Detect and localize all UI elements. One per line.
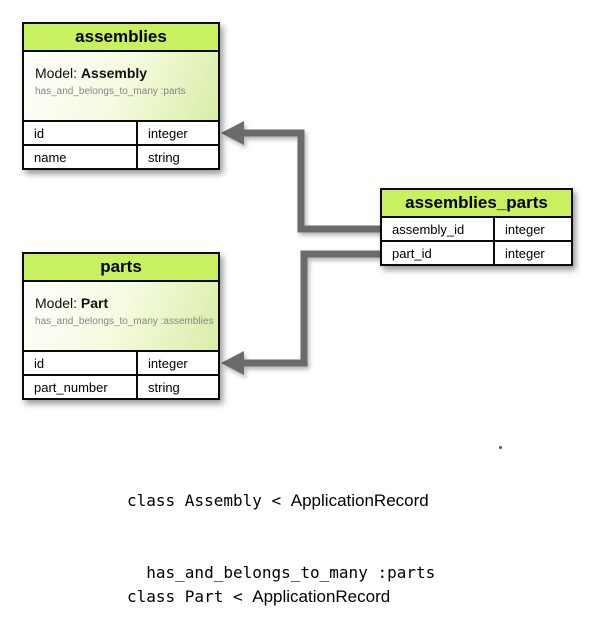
table-row: name string [24,146,218,168]
table-assemblies-title: assemblies [24,24,218,52]
association-declaration: has_and_belongs_to_many :parts [35,86,186,97]
table-parts-title: parts [24,254,218,282]
table-assemblies: assemblies Model: Assembly has_and_belon… [22,22,220,170]
column-type-cell: integer [148,355,188,371]
table-assemblies-model-section: Model: Assembly has_and_belongs_to_many … [24,52,218,122]
arrow-line-assembly-id-to-assemblies [240,129,382,233]
model-label: Model: [35,295,78,311]
column-name-cell: part_id [382,242,495,264]
stray-dot-artifact [499,446,502,449]
table-assemblies-parts: assemblies_parts assembly_id integer par… [380,188,573,266]
table-row: id integer [24,122,218,146]
code-mono-segment: class Part < [127,587,253,606]
column-type-cell: string [148,149,180,165]
code-line: class Assembly < ApplicationRecord [127,489,435,513]
table-parts: parts Model: Part has_and_belongs_to_man… [22,252,220,400]
arrowhead-left-icon [221,351,244,375]
model-name: Part [80,295,109,311]
column-type-cell: string [148,379,180,395]
model-label: Model: [35,65,78,81]
table-row: assembly_id integer [382,218,571,242]
code-sans-segment: ApplicationRecord [252,587,391,606]
code-snippet-part-model: class Part < ApplicationRecord has_and_b… [127,537,483,634]
model-line: Model: Part [35,295,218,311]
column-name-cell: id [24,122,138,144]
column-type-cell: integer [148,125,188,141]
table-row: part_id integer [382,242,571,264]
model-line: Model: Assembly [35,65,218,81]
table-row: id integer [24,352,218,376]
column-name-cell: assembly_id [382,218,495,240]
code-snippet-assembly-model: class Assembly < ApplicationRecord has_a… [127,441,435,634]
table-row: part_number string [24,376,218,398]
model-name: Assembly [80,65,148,81]
arrowhead-left-icon [221,121,244,145]
table-assemblies-parts-title: assemblies_parts [382,190,571,218]
table-parts-model-section: Model: Part has_and_belongs_to_many :ass… [24,282,218,352]
code-line: has_and_belongs_to_many :parts [127,563,436,582]
column-name-cell: id [24,352,138,374]
column-name-cell: part_number [24,376,138,398]
arrow-line-part-id-to-parts [240,250,382,367]
column-type-cell: integer [505,245,545,261]
code-sans-segment: ApplicationRecord [290,491,429,510]
association-declaration: has_and_belongs_to_many :assemblies [35,316,214,327]
code-line: class Part < ApplicationRecord [127,585,483,609]
column-name-cell: name [24,146,138,168]
column-type-cell: integer [505,221,545,237]
code-mono-segment: class Assembly < [127,491,291,510]
